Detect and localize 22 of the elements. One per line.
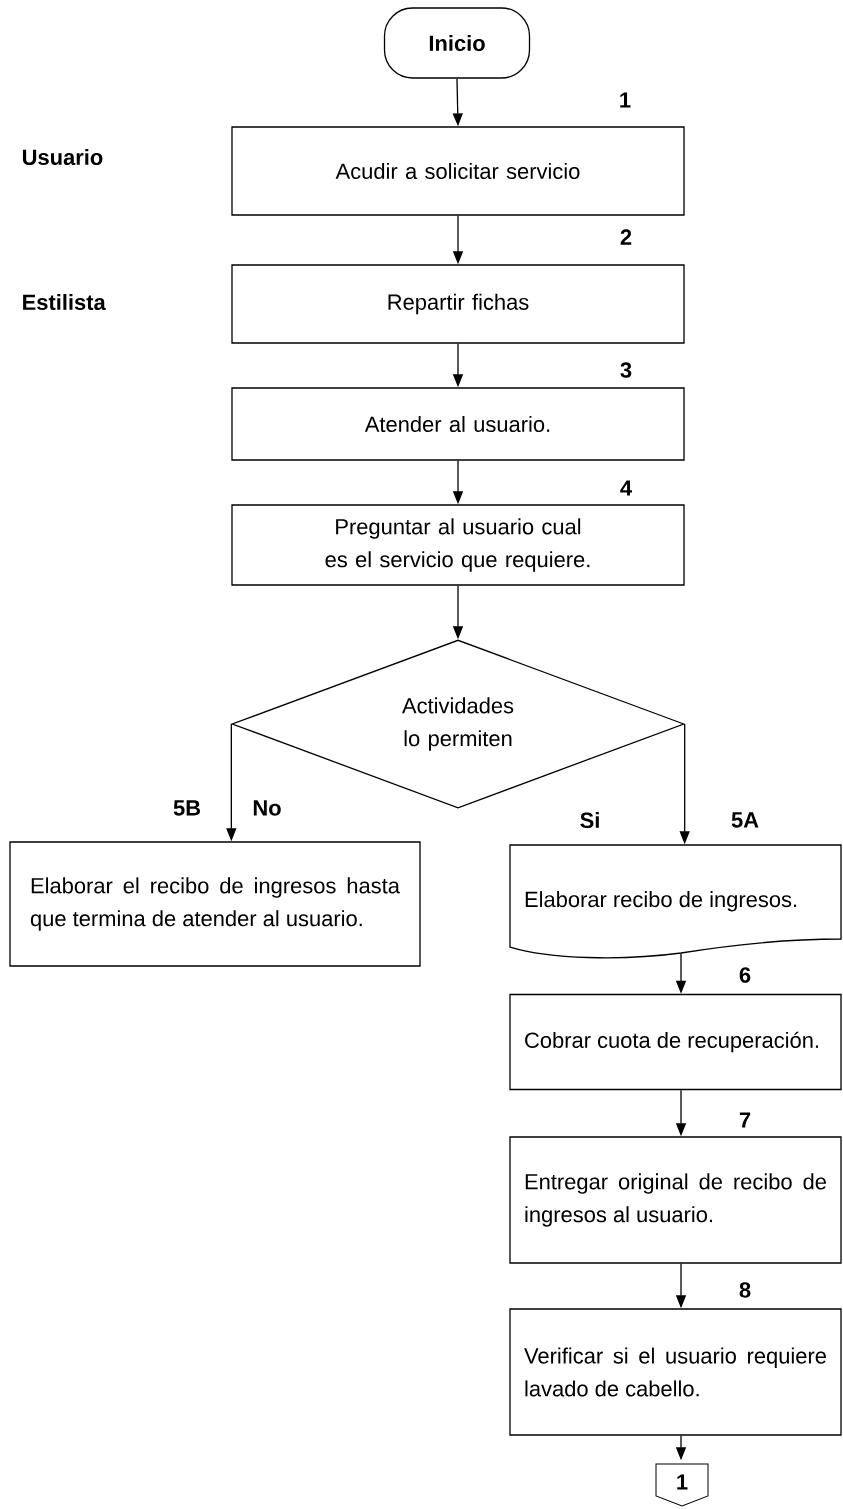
step-number: 2 bbox=[620, 229, 632, 245]
process-box: Preguntar al usuario cual es el servicio que requiere. bbox=[231, 504, 685, 586]
edge-label: Si bbox=[578, 810, 602, 830]
process-box: Entregar original de recibo de ingresos al usuario. bbox=[509, 1136, 842, 1264]
process-box: Verificar si el usuario requiere lavado de cabello. bbox=[509, 1308, 842, 1436]
step-number: 6 bbox=[739, 967, 751, 983]
step-number: 1 bbox=[620, 92, 631, 108]
off-page-connector: 1 bbox=[655, 1463, 709, 1507]
process-box: Acudir a solicitar servicio bbox=[231, 126, 685, 216]
step-number: 8 bbox=[739, 1282, 751, 1298]
lane-label: Estilista bbox=[23, 293, 106, 311]
process-box: Elaborar el recibo de ingresos hasta que termina de atender al usuario. bbox=[9, 841, 421, 967]
process-box: Repartir fichas bbox=[231, 264, 685, 344]
start-terminal: Inicio bbox=[383, 7, 531, 79]
lane-label: Usuario bbox=[22, 148, 103, 166]
process-box: Cobrar cuota de recuperación. bbox=[509, 993, 842, 1091]
process-box: Atender al usuario. bbox=[231, 387, 685, 461]
step-number: 5A bbox=[731, 812, 759, 828]
step-number: 5B bbox=[173, 800, 200, 816]
step-number: 3 bbox=[620, 362, 632, 378]
step-number: 4 bbox=[620, 480, 632, 496]
step-number: 7 bbox=[739, 1112, 751, 1128]
